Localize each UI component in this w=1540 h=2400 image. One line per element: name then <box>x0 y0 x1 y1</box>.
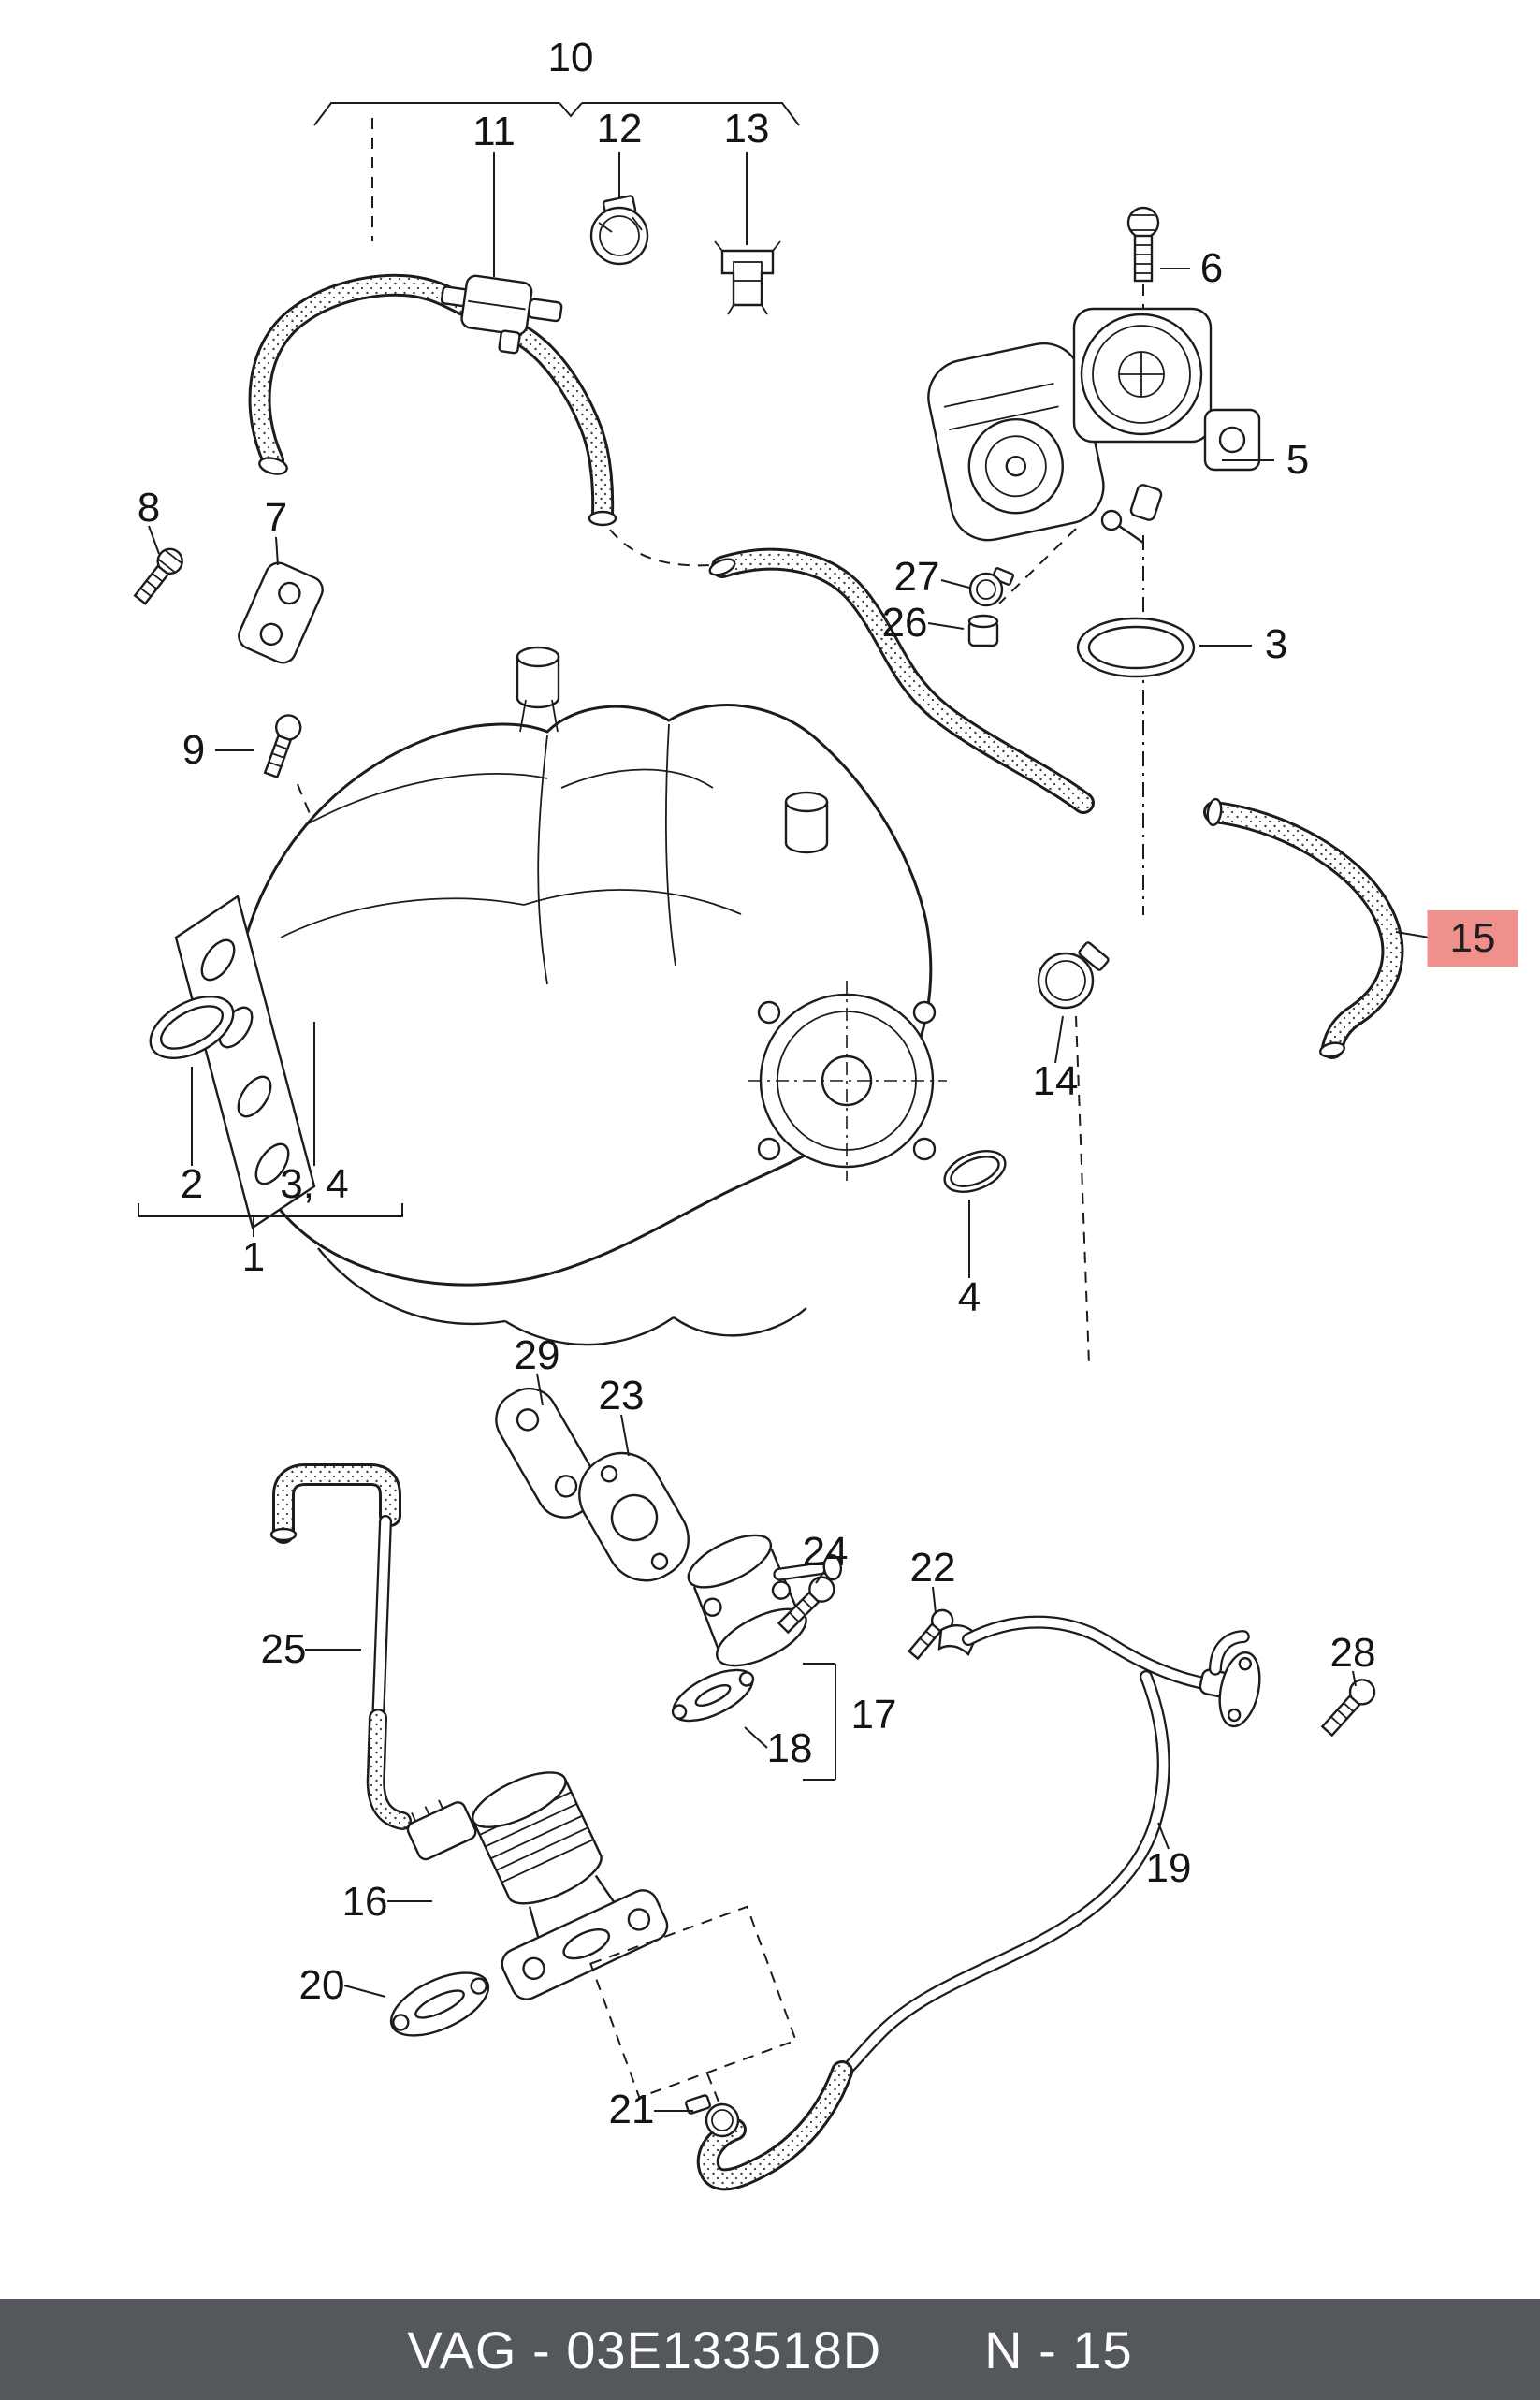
part-label-12[interactable]: 12 <box>596 106 643 152</box>
part-label-6[interactable]: 6 <box>1199 245 1224 291</box>
part-label-28[interactable]: 28 <box>1329 1630 1376 1676</box>
purge-valve <box>440 274 563 355</box>
part-label-25[interactable]: 25 <box>260 1626 307 1672</box>
breather-hose <box>708 547 1095 814</box>
part-label-16[interactable]: 16 <box>341 1879 388 1925</box>
part-label-5[interactable]: 5 <box>1286 437 1310 483</box>
part-label-21[interactable]: 21 <box>608 2087 655 2132</box>
cap-26 <box>967 614 999 647</box>
hose-clamp-12 <box>589 195 649 266</box>
hose-valve-clip-assembly <box>248 102 800 567</box>
throttle-bolt-6 <box>1126 206 1160 283</box>
part-label-15-highlighted[interactable]: 15 <box>1427 910 1518 967</box>
part-label-11[interactable]: 11 <box>472 109 516 154</box>
part-label-14[interactable]: 14 <box>1032 1058 1079 1104</box>
part-label-20[interactable]: 20 <box>298 1962 345 2008</box>
part-label-7[interactable]: 7 <box>264 495 288 541</box>
footer-part-code: VAG - 03E133518D <box>407 2320 882 2379</box>
part-label-18[interactable]: 18 <box>766 1725 813 1771</box>
clamp-27 <box>968 567 1015 607</box>
egr-assembly <box>269 1373 1376 2191</box>
part-label-24[interactable]: 24 <box>802 1529 849 1575</box>
part-label-9[interactable]: 9 <box>182 727 206 773</box>
part-label-19[interactable]: 19 <box>1145 1845 1192 1891</box>
footer-bar: VAG - 03E133518D N - 15 <box>0 2299 1540 2400</box>
footer-page-ref: N - 15 <box>984 2320 1133 2379</box>
part-label-10[interactable]: 10 <box>547 35 594 80</box>
hose-clamp-14 <box>1037 941 1110 1365</box>
o-ring-3 <box>1076 617 1196 678</box>
throttle-body-assembly <box>927 206 1274 915</box>
part-label-4[interactable]: 4 <box>957 1274 981 1320</box>
part-label-26[interactable]: 26 <box>881 600 928 646</box>
vent-hose-15 <box>1203 797 1431 1059</box>
part-label-29[interactable]: 29 <box>514 1332 560 1378</box>
retaining-clip-13 <box>714 240 781 315</box>
intake-manifold-assembly <box>138 646 1007 1346</box>
part-label-13[interactable]: 13 <box>723 106 770 152</box>
part-label-2[interactable]: 2 <box>180 1161 204 1207</box>
part-label-22[interactable]: 22 <box>909 1545 956 1591</box>
hose-clamp-21 <box>685 2094 740 2138</box>
part-label-8[interactable]: 8 <box>137 485 161 531</box>
part-label-1[interactable]: 1 <box>241 1234 266 1280</box>
part-label-3-4[interactable]: 3, 4 <box>280 1161 349 1207</box>
part-label-23[interactable]: 23 <box>598 1373 645 1418</box>
part-label-3[interactable]: 3 <box>1264 621 1288 667</box>
bracket-and-bolts <box>133 525 324 817</box>
part-label-17[interactable]: 17 <box>850 1692 897 1738</box>
part-label-27[interactable]: 27 <box>893 554 940 600</box>
